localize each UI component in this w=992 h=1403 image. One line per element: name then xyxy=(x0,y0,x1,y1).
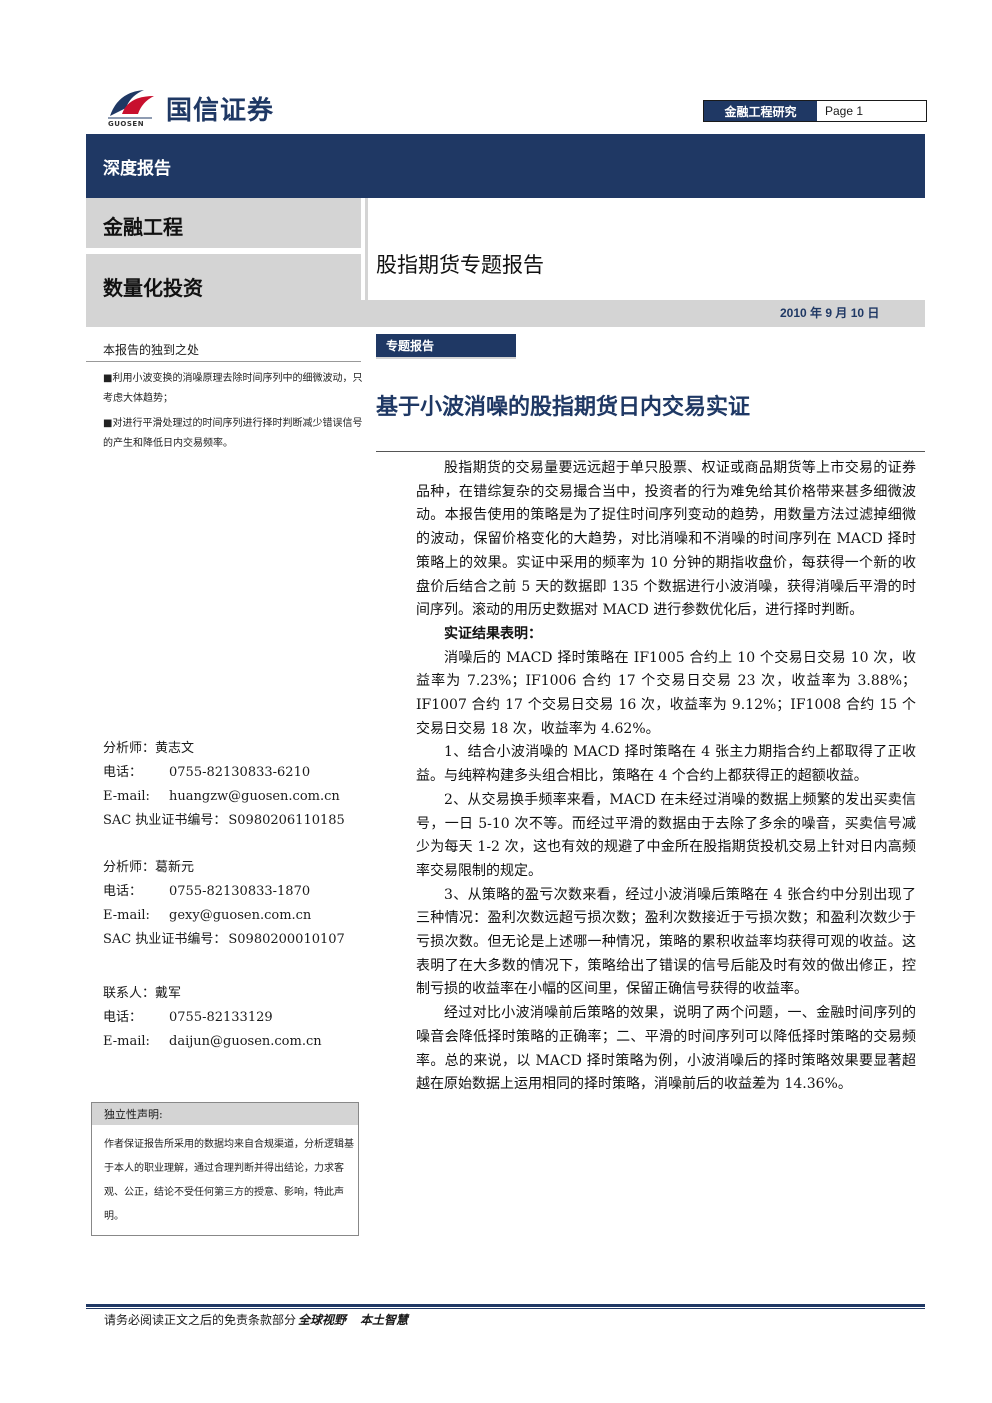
phone-label: 电话： xyxy=(103,884,143,899)
body-paragraph: 2、从交易换手频率来看，MACD 在未经过消噪的数据上频繁的发出买卖信号，一日 … xyxy=(416,791,916,879)
analyst-name-row: 分析师：葛新元 xyxy=(103,856,345,880)
sac-number: S0980206110185 xyxy=(228,813,345,828)
report-topic: 股指期货专题报告 xyxy=(376,253,544,277)
report-kind: 深度报告 xyxy=(103,159,171,179)
phone-label: 电话： xyxy=(103,765,143,780)
department-label: 金融工程研究 xyxy=(704,101,817,121)
report-tag: 专题报告 xyxy=(376,334,516,357)
analyst-contact: 分析师：黄志文 电话： 0755-82130833-6210 E-mail: hua… xyxy=(103,737,345,833)
declaration-title: 独立性声明: xyxy=(92,1103,358,1125)
email-label: E-mail: xyxy=(103,1034,150,1049)
analyst-name: 黄志文 xyxy=(155,741,195,756)
body-paragraph: 经过对比小波消噪前后策略的效果，说明了两个问题，一、金融时间序列的噪音会降低择时… xyxy=(416,1005,916,1093)
email-address[interactable]: huangzw@guosen.com.cn xyxy=(169,789,340,804)
phone-label: 电话： xyxy=(103,1010,143,1025)
report-date: 2010 年 9 月 10 日 xyxy=(780,306,880,320)
unique-title: 本报告的独到之处 xyxy=(103,343,200,357)
category-label-1: 金融工程 xyxy=(103,215,183,239)
email-row: E-mail: gexy@guosen.com.cn xyxy=(103,904,345,928)
independence-declaration: 独立性声明: 作者保证报告所采用的数据均来自合规渠道，分析逻辑基于本人的职业理解… xyxy=(91,1102,359,1236)
phone-number: 0755-82130833-6210 xyxy=(169,765,311,780)
sac-label: SAC 执业证书编号： xyxy=(103,932,227,947)
contact-person: 联系人：戴军 电话： 0755-82133129 E-mail: daijun@gu… xyxy=(103,982,322,1054)
sac-row: SAC 执业证书编号：S0980200010107 xyxy=(103,928,345,952)
phone-row: 电话： 0755-82130833-1870 xyxy=(103,880,345,904)
sac-label: SAC 执业证书编号： xyxy=(103,813,227,828)
phone-row: 电话： 0755-82133129 xyxy=(103,1006,322,1030)
footer-rule xyxy=(86,1304,925,1307)
header-band xyxy=(86,134,925,198)
brand-name: 国信证券 xyxy=(166,96,275,126)
phone-number: 0755-82133129 xyxy=(169,1010,273,1025)
email-address[interactable]: daijun@guosen.com.cn xyxy=(169,1034,322,1049)
role-label: 联系人： xyxy=(103,986,156,1001)
body-paragraph: 1、结合小波消噪的 MACD 择时策略在 4 张主力期指合约上都取得了正收益。与… xyxy=(416,744,916,785)
brand-name-en: GUOSEN xyxy=(108,120,145,128)
guosen-logo: 国信证券 GUOSEN xyxy=(104,86,304,130)
guosen-logo-mark-icon xyxy=(108,90,154,119)
results-heading: 实证结果表明： xyxy=(444,625,542,642)
report-tag-shadow xyxy=(376,357,516,359)
role-label: 分析师： xyxy=(103,741,156,756)
report-body: 股指期货的交易量要远远超于单只股票、权证或商品期货等上市交易的证券品种，在错综复… xyxy=(416,457,916,1097)
analyst-contact: 分析师：葛新元 电话： 0755-82130833-1870 E-mail: gex… xyxy=(103,856,345,952)
date-bar xyxy=(86,300,925,327)
highlight-bullet: ■对进行平滑处理过的时间序列进行择时判断减少错误信号的产生和降低日内交易频率。 xyxy=(103,418,363,449)
analyst-name-row: 分析师：黄志文 xyxy=(103,737,345,761)
category-divider xyxy=(365,198,368,306)
phone-number: 0755-82130833-1870 xyxy=(169,884,311,899)
sidebar-divider xyxy=(86,361,361,362)
category-panel-1 xyxy=(86,198,361,248)
body-paragraph: 股指期货的交易量要远远超于单只股票、权证或商品期货等上市交易的证券品种，在错综复… xyxy=(416,460,916,619)
highlight-bullet: ■利用小波变换的消噪原理去除时间序列中的细微波动，只考虑大体趋势； xyxy=(103,373,363,404)
contact-name: 戴军 xyxy=(155,986,182,1001)
footer: 请务必阅读正文之后的免责条款部分全球视野本土智慧 xyxy=(104,1311,408,1328)
email-row: E-mail: huangzw@guosen.com.cn xyxy=(103,785,345,809)
slogan-1: 全球视野 xyxy=(298,1313,347,1327)
analyst-name: 葛新元 xyxy=(155,860,195,875)
email-address[interactable]: gexy@guosen.com.cn xyxy=(169,908,312,923)
title-divider xyxy=(376,451,925,452)
email-label: E-mail: xyxy=(103,908,150,923)
declaration-body: 作者保证报告所采用的数据均来自合规渠道，分析逻辑基于本人的职业理解，通过合理判断… xyxy=(104,1139,354,1222)
slogan-2: 本土智慧 xyxy=(360,1313,409,1327)
page-number: Page 1 xyxy=(825,104,864,118)
report-title: 基于小波消噪的股指期货日内交易实证 xyxy=(376,395,751,420)
email-label: E-mail: xyxy=(103,789,150,804)
body-paragraph: 3、从策略的盈亏次数来看，经过小波消噪后策略在 4 张合约中分别出现了三种情况：… xyxy=(416,886,916,998)
email-row: E-mail: daijun@guosen.com.cn xyxy=(103,1030,322,1054)
contact-name-row: 联系人：戴军 xyxy=(103,982,322,1006)
sac-number: S0980200010107 xyxy=(228,932,345,947)
phone-row: 电话： 0755-82130833-6210 xyxy=(103,761,345,785)
sac-row: SAC 执业证书编号：S0980206110185 xyxy=(103,809,345,833)
footer-rule-thin xyxy=(86,1308,925,1309)
header-tag: 金融工程研究 Page 1 xyxy=(703,100,927,122)
body-paragraph: 消噪后的 MACD 择时策略在 IF1005 合约上 10 个交易日交易 10 … xyxy=(416,649,916,737)
category-label-2: 数量化投资 xyxy=(103,276,203,300)
category-panel-2 xyxy=(86,254,361,306)
role-label: 分析师： xyxy=(103,860,156,875)
disclaimer-notice: 请务必阅读正文之后的免责条款部分 xyxy=(104,1313,297,1327)
